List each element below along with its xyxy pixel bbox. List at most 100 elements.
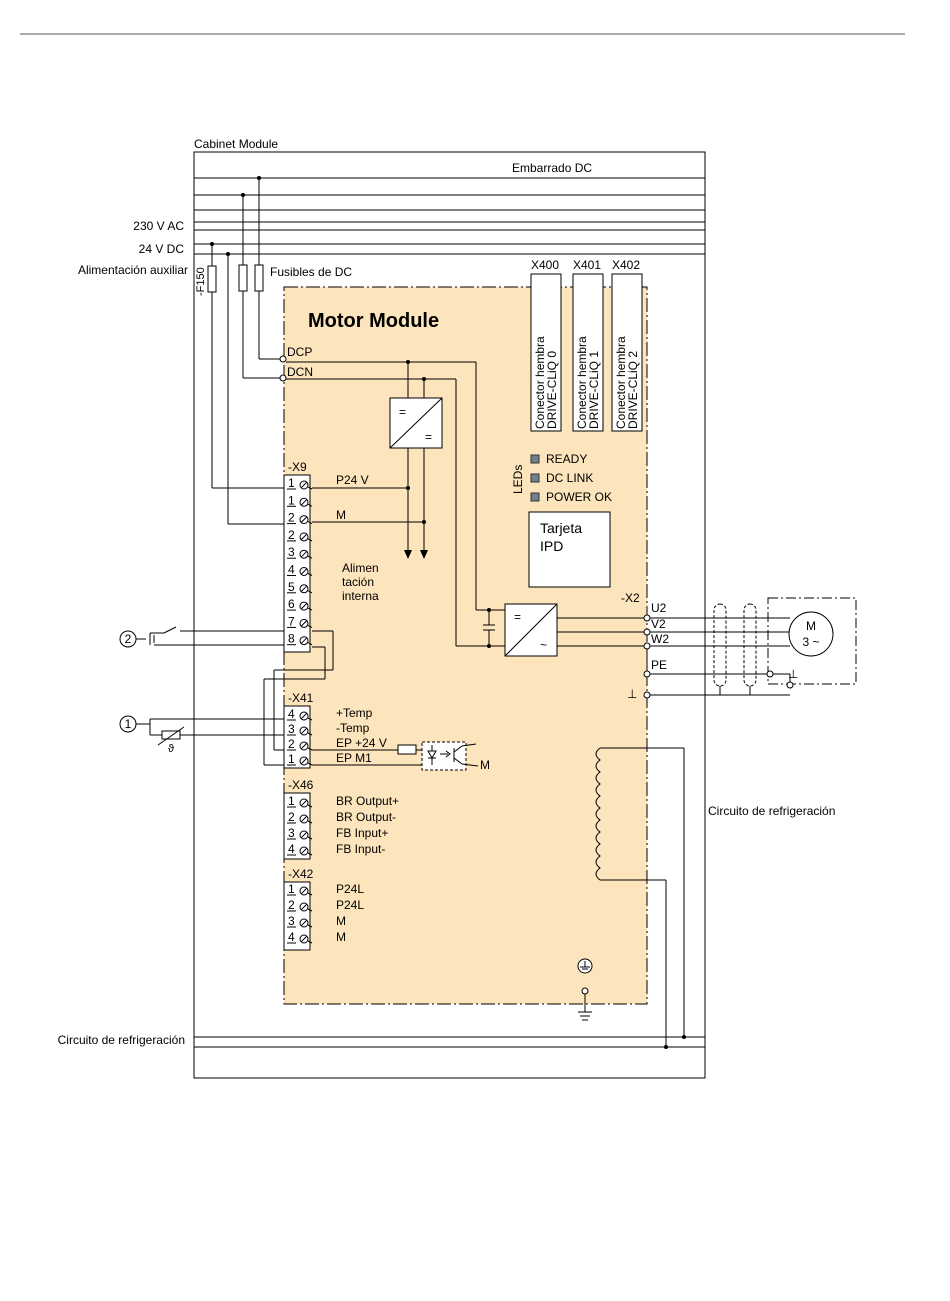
x9-pin-10: 8 (288, 632, 295, 646)
svg-text:M: M (336, 914, 346, 928)
svg-text:M: M (480, 758, 490, 772)
terminal-u2: U2 (651, 601, 667, 615)
svg-text:P24L: P24L (336, 882, 364, 896)
svg-text:-X42: -X42 (288, 867, 314, 881)
svg-text:+Temp: +Temp (336, 706, 373, 720)
dc-fuses: Fusibles de DC (238, 178, 352, 378)
svg-text:POWER OK: POWER OK (546, 490, 612, 504)
svg-text:READY: READY (546, 452, 587, 466)
x9-pin-1: 1 (288, 476, 295, 490)
dc-dc-converter: = = (389, 362, 443, 559)
module-ground (577, 958, 593, 1021)
svg-text:M: M (806, 619, 816, 633)
x41-pin-3: 2 (288, 737, 295, 751)
x9-pin-9: 7 (288, 614, 295, 628)
motor-symbol (788, 611, 834, 657)
svg-text:-X41: -X41 (288, 691, 314, 705)
svg-text:FB Input+: FB Input+ (336, 826, 388, 840)
svg-text:P24 V: P24 V (336, 473, 369, 487)
connector-x402: X402 Conector hembra DRIVE-CLiQ 2 (611, 258, 643, 432)
x9-pin-5: 3 (288, 545, 295, 559)
fuse-dcp (254, 264, 264, 292)
fuse-f150: -F150 (195, 244, 284, 489)
cooling-bus: Circuito de refrigeración (58, 1033, 705, 1048)
svg-text:-X9: -X9 (288, 460, 307, 474)
svg-text:=: = (399, 405, 406, 419)
x41-pin-4: 1 (288, 752, 295, 766)
svg-text:DC LINK: DC LINK (546, 471, 593, 485)
svg-text:-Temp: -Temp (336, 721, 370, 735)
svg-text:M: M (336, 508, 346, 522)
connector-x400: X400 Conector hembra DRIVE-CLiQ 0 (530, 258, 562, 432)
dc-busbar: Embarrado DC (194, 161, 705, 211)
svg-text:~: ~ (540, 638, 547, 652)
x42-pin-1: 1 (288, 882, 295, 896)
svg-text:=: = (514, 610, 521, 624)
svg-text:3 ~: 3 ~ (802, 635, 819, 649)
svg-text:FB Input-: FB Input- (336, 842, 385, 856)
dc-link-inputs: DCP DCN (243, 345, 477, 646)
dcp-label: DCP (287, 345, 312, 359)
optocoupler: M (421, 741, 490, 772)
x9-pin-8: 6 (288, 597, 295, 611)
svg-text:X402: X402 (612, 258, 640, 272)
svg-text:BR Output+: BR Output+ (336, 794, 399, 808)
svg-text:X400: X400 (531, 258, 559, 272)
svg-text:IPD: IPD (540, 538, 563, 554)
cooling-coil: Circuito de refrigeración (595, 747, 835, 1049)
svg-text:⊥: ⊥ (788, 667, 798, 681)
x42-pin-2: 2 (288, 898, 295, 912)
ac-230-bus: 230 V AC (133, 219, 705, 233)
svg-text:1: 1 (125, 717, 132, 731)
cabinet-frame (193, 151, 706, 1079)
cabinet-title: Cabinet Module (194, 137, 278, 151)
x41-pin-2: 3 (288, 722, 295, 736)
svg-text:Conector hembra: Conector hembra (575, 336, 589, 429)
cooling-circuit-right-label: Circuito de refrigeración (708, 804, 835, 818)
x46-pin-1: 1 (288, 794, 295, 808)
terminal-pe: PE (651, 658, 667, 672)
svg-text:Tarjeta: Tarjeta (540, 520, 582, 536)
motor: M 3 ~ ⊥ (766, 597, 857, 689)
internal-supply-line2: tación (342, 575, 374, 589)
svg-text:Conector hembra: Conector hembra (533, 336, 547, 429)
internal-supply-line1: Alimen (342, 561, 379, 575)
x42-pin-3: 3 (288, 914, 295, 928)
x41-pin-1: 4 (288, 707, 295, 721)
ipd-card: Tarjeta IPD (528, 511, 611, 588)
x46-pin-4: 4 (288, 842, 295, 856)
drive-cliq-connectors: X400 Conector hembra DRIVE-CLiQ 0 X401 C… (530, 258, 643, 432)
callout-1: 1 ϑ (119, 715, 284, 755)
output-x2: -X2 U2 V2 W2 PE ⊥ (557, 591, 790, 706)
ac-230-label: 230 V AC (133, 219, 184, 233)
x46-pin-2: 2 (288, 810, 295, 824)
svg-text:Conector hembra: Conector hembra (614, 336, 628, 429)
svg-text:EP +24 V: EP +24 V (336, 736, 387, 750)
x46-pin-3: 3 (288, 826, 295, 840)
motor-module-title: Motor Module (308, 310, 439, 332)
led-ready (530, 454, 540, 464)
svg-text:ϑ: ϑ (168, 743, 174, 755)
svg-text:2: 2 (125, 632, 132, 646)
ground-symbol-module: ⊥ (627, 687, 637, 701)
callout-2: 2 (119, 626, 284, 648)
x9-pin-3: 2 (288, 511, 295, 525)
svg-text:DRIVE-CLiQ 0: DRIVE-CLiQ 0 (545, 351, 559, 429)
svg-text:=: = (425, 430, 432, 444)
connector-x401: X401 Conector hembra DRIVE-CLiQ 1 (572, 258, 604, 432)
terminal-v2: V2 (651, 617, 666, 631)
x9-to-x41-wiring (263, 630, 334, 766)
svg-text:P24L: P24L (336, 898, 364, 912)
led-power-ok (530, 492, 540, 502)
svg-text:EP M1: EP M1 (336, 751, 372, 765)
dc-24-label: 24 V DC (139, 242, 185, 256)
svg-text:DRIVE-CLiQ 2: DRIVE-CLiQ 2 (626, 351, 640, 429)
svg-text:-X46: -X46 (288, 778, 314, 792)
x9-pin-2: 1 (288, 493, 295, 507)
internal-supply-line3: interna (342, 589, 379, 603)
